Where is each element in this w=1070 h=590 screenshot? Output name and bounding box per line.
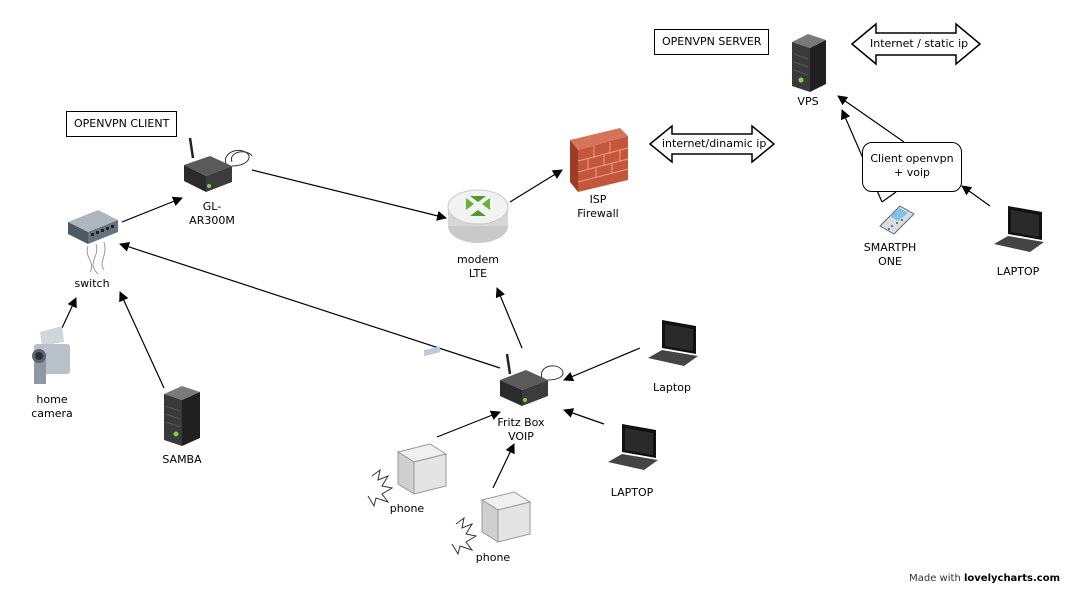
home-camera-line2: camera	[31, 407, 73, 420]
isp-line1: ISP	[589, 193, 607, 206]
samba-label: SAMBA	[162, 453, 202, 466]
modem-icon	[447, 189, 509, 243]
gl-router-line1: GL-	[202, 200, 222, 213]
client-openvpn-voip-box: Client openvpn + voip	[862, 142, 962, 192]
smartphone-label: SMARTPH ONE	[862, 241, 918, 269]
openvpn-client-box: OPENVPN CLIENT	[66, 111, 178, 137]
laptop-lower-icon	[608, 424, 658, 470]
home-camera-label: home camera	[22, 393, 82, 421]
link-samba-to-switch	[119, 291, 165, 389]
fritz-line2: VOIP	[508, 430, 534, 443]
isp-firewall-label: ISP Firewall	[566, 193, 630, 221]
laptop-mid-icon	[648, 320, 698, 366]
link-client-to-vps	[837, 95, 905, 143]
link-laptop2-to-fritz	[563, 408, 605, 425]
link-modem-to-isp	[509, 169, 563, 203]
home-camera-icon	[32, 326, 70, 384]
link-laptop-right-to-client	[961, 185, 991, 207]
credit-brand: lovelycharts.com	[963, 573, 1060, 584]
client-openvpn-line1: Client openvpn	[870, 152, 954, 165]
modem-label: modem LTE	[448, 253, 508, 281]
laptop-lower-label: LAPTOP	[610, 486, 654, 499]
link-camera-to-switch	[61, 297, 77, 329]
fritz-box-label: Fritz Box VOIP	[486, 416, 556, 444]
double-arrow-static	[850, 22, 982, 66]
switch-icon	[68, 210, 118, 275]
phone-right-icon	[451, 491, 532, 556]
link-phone2-to-fritz	[492, 443, 515, 489]
laptop-right-label: LAPTOP	[996, 265, 1040, 278]
link-laptop-to-fritz	[563, 347, 641, 382]
isp-line2: Firewall	[577, 207, 619, 220]
samba-server-icon	[164, 386, 200, 446]
phone-left-label: phone	[389, 502, 425, 515]
internet-dynamic-label: internet/dinamic ip	[662, 137, 767, 150]
openvpn-server-box: OPENVPN SERVER	[654, 29, 770, 55]
smartphone-line2: ONE	[878, 255, 902, 268]
laptop-mid-label: Laptop	[653, 381, 691, 394]
home-camera-line1: home	[36, 393, 68, 406]
gl-router-line2: AR300M	[189, 214, 235, 227]
vps-label: VPS	[797, 95, 819, 108]
gl-router-icon	[184, 137, 253, 192]
smartphone-line1: SMARTPH	[863, 241, 917, 254]
modem-line1: modem	[457, 253, 499, 266]
firewall-icon	[570, 128, 629, 192]
phone-right-label: phone	[475, 551, 511, 564]
link-fritz-to-switch	[119, 242, 501, 369]
laptop-right-icon	[994, 206, 1044, 252]
link-smartphone-to-client	[881, 191, 897, 203]
gl-router-label: GL- AR300M	[180, 200, 244, 228]
vps-server-icon	[792, 34, 826, 92]
credit-text: Made with lovelycharts.com	[909, 573, 1060, 584]
switch-label: switch	[74, 277, 110, 290]
link-gl-to-modem	[251, 169, 447, 221]
modem-line2: LTE	[468, 267, 488, 280]
link-fritz-to-modem	[495, 287, 523, 349]
link-phone-to-fritz	[436, 410, 501, 438]
phone-left-icon	[367, 346, 448, 508]
fritz-box-icon	[500, 353, 564, 406]
internet-static-label: Internet / static ip	[870, 37, 969, 50]
smartphone-icon	[879, 205, 915, 235]
fritz-line1: Fritz Box	[497, 416, 545, 429]
link-switch-to-gl	[121, 196, 183, 223]
double-arrow-dynamic	[648, 124, 776, 164]
credit-prefix: Made with	[909, 573, 964, 584]
client-openvpn-line2: + voip	[894, 166, 930, 179]
